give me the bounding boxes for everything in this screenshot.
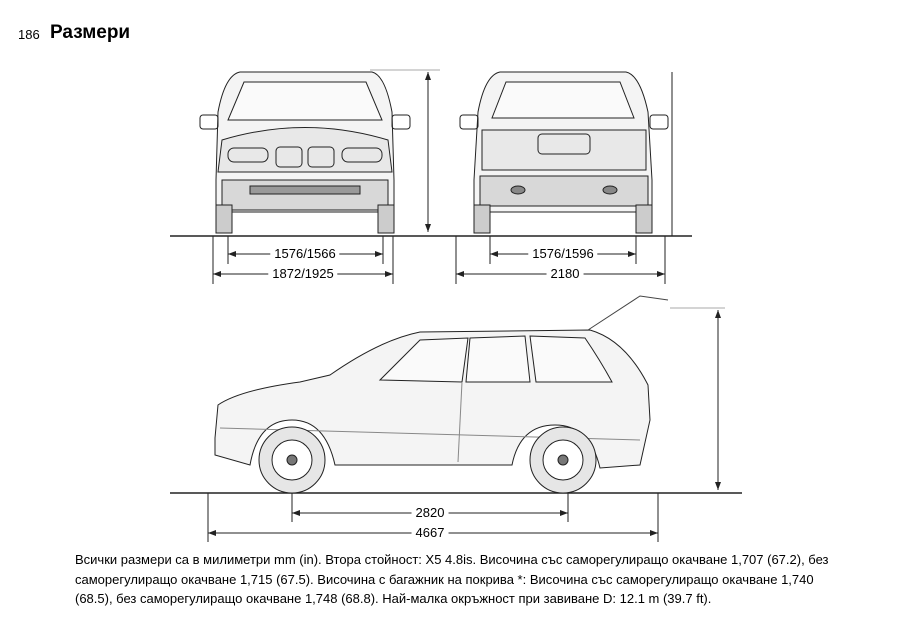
- rear-width-label: 2180: [546, 266, 584, 281]
- page-title: Размери: [50, 22, 131, 43]
- front-view-car: [199, 71, 411, 234]
- front-width-label: 1872/1925: [268, 266, 338, 281]
- rear-track-label: 1576/1596: [528, 246, 598, 261]
- rear-view-car: [459, 71, 669, 234]
- side-view-car: [214, 295, 669, 494]
- page-number: 186: [18, 27, 40, 42]
- wheelbase-label: 2820: [411, 505, 449, 520]
- caption-text: Всички размери са в милиметри mm (in). В…: [75, 552, 829, 606]
- length-label: 4667: [411, 525, 449, 540]
- front-track-label: 1576/1566: [270, 246, 340, 261]
